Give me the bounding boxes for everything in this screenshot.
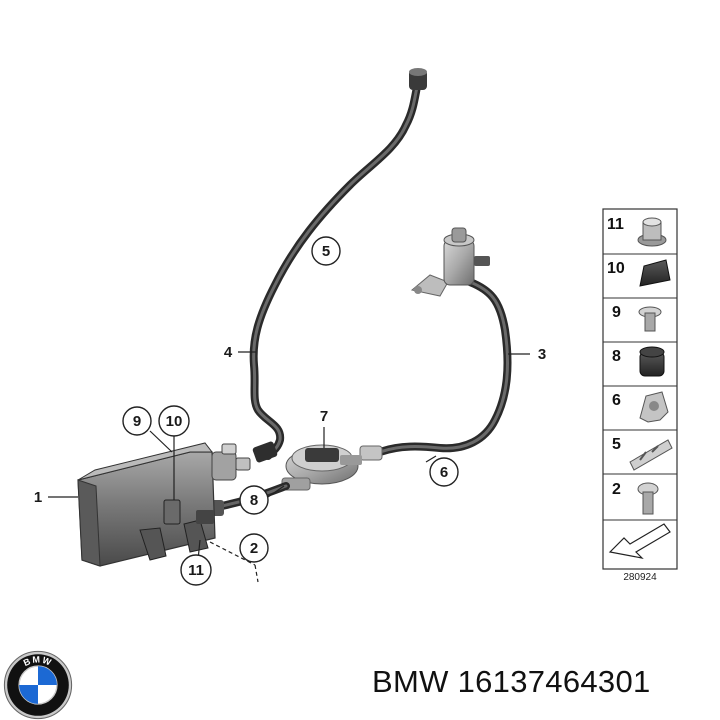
svg-text:4: 4 (224, 344, 233, 361)
activated-carbon-canister (77, 442, 251, 567)
svg-text:9: 9 (612, 304, 621, 321)
legend-row-9: 9 (612, 304, 662, 332)
svg-text:10: 10 (166, 413, 183, 430)
hose-lower-connector (252, 441, 278, 463)
svg-text:6: 6 (612, 392, 621, 409)
svg-text:11: 11 (188, 562, 204, 579)
brand-name: BMW (372, 664, 449, 699)
callout-11: 11 (180, 554, 212, 586)
hose-top-connector (409, 68, 427, 90)
svg-text:7: 7 (320, 408, 328, 425)
svg-text:3: 3 (538, 346, 546, 363)
svg-text:10: 10 (607, 260, 625, 277)
svg-text:11: 11 (607, 216, 624, 233)
svg-text:2: 2 (250, 540, 258, 557)
leak-diagnosis-pump (281, 444, 362, 491)
legend-row-10: 10 (607, 259, 671, 287)
legend-row-2: 2 (612, 481, 659, 515)
svg-text:8: 8 (612, 348, 621, 365)
bmw-logo-icon: BMW (3, 650, 73, 720)
svg-text:5: 5 (612, 436, 621, 453)
callout-5: 5 (311, 236, 341, 266)
legend-row-8: 8 (612, 346, 665, 377)
svg-text:9: 9 (133, 413, 141, 430)
legend-row-5: 5 (612, 436, 673, 471)
part-number: 16137464301 (457, 664, 651, 699)
svg-text:5: 5 (322, 243, 330, 260)
callout-4: 4 (224, 344, 233, 361)
svg-text:1: 1 (34, 489, 42, 506)
purge-valve (410, 227, 490, 297)
hose-upper (249, 68, 427, 463)
callout-10: 10 (158, 405, 190, 437)
callout-3: 3 (538, 346, 546, 363)
hose-right (359, 227, 512, 461)
callout-7: 7 (320, 408, 328, 425)
svg-text:6: 6 (440, 464, 448, 481)
callout-9: 9 (122, 406, 152, 436)
svg-text:8: 8 (250, 492, 258, 509)
reference-code: 280924 (623, 572, 657, 583)
small-parts-legend: 11 10 9 8 6 5 (602, 208, 678, 583)
legend-arrow-icon (608, 523, 671, 559)
legend-row-6: 6 (612, 391, 669, 423)
callout-2: 2 (239, 533, 269, 563)
callout-8: 8 (239, 485, 269, 515)
svg-text:2: 2 (612, 481, 621, 498)
callout-6: 6 (429, 457, 459, 487)
legend-row-11: 11 (607, 216, 667, 247)
svg-text:BMW: BMW (22, 654, 54, 668)
callout-1: 1 (34, 489, 42, 506)
part-caption: BMW 16137464301 (372, 664, 712, 700)
